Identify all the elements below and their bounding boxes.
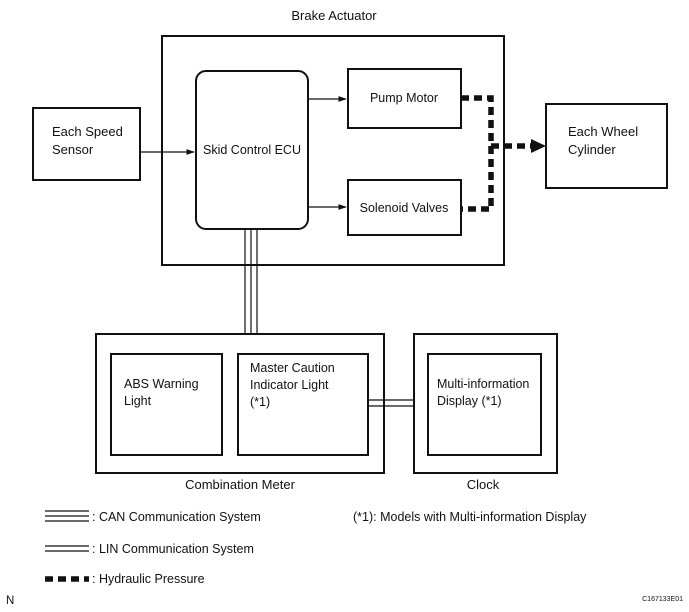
solenoid-valves-box xyxy=(347,179,462,236)
brake-actuator-title: Brake Actuator xyxy=(291,8,377,23)
master-caution-label-line-2: Indicator Light xyxy=(250,378,329,392)
multi-information-display-box xyxy=(427,353,542,456)
master-caution-label-line-3: (*1) xyxy=(250,395,270,409)
master-caution-label-line-1: Master Caution xyxy=(250,361,335,375)
abs-warning-light-box xyxy=(110,353,223,456)
hydraulic-pressure-loop xyxy=(461,95,494,212)
legend-hydraulic-label: : Hydraulic Pressure xyxy=(92,572,205,586)
legend: : CAN Communication System : LIN Communi… xyxy=(45,510,587,586)
wheel-cylinder-box xyxy=(545,103,668,189)
multi-information-display-label-line-2: Display (*1) xyxy=(437,394,502,408)
wheel-cylinder-label-line-2: Cylinder xyxy=(568,142,616,157)
master-caution-box xyxy=(237,353,369,456)
legend-can-label: : CAN Communication System xyxy=(92,510,261,524)
speed-sensor-label-line-1: Each Speed xyxy=(52,124,123,139)
legend-lin-symbol xyxy=(45,545,89,552)
solenoid-valves-label: Solenoid Valves xyxy=(360,201,449,215)
footer-north-mark: N xyxy=(6,595,14,607)
legend-lin-label: : LIN Communication System xyxy=(92,542,254,556)
lin-communication-line xyxy=(368,399,414,407)
pump-motor-box xyxy=(347,68,462,129)
can-communication-line xyxy=(244,229,258,334)
speed-sensor-label-line-2: Sensor xyxy=(52,142,94,157)
skid-control-ecu-label: Skid Control ECU xyxy=(203,143,301,157)
hydraulic-arrowhead xyxy=(531,139,546,153)
wheel-cylinder-label-line-1: Each Wheel xyxy=(568,124,638,139)
skid-control-ecu-box xyxy=(195,70,309,230)
legend-can-symbol xyxy=(45,510,89,522)
multi-information-display-label-line-1: Multi-information xyxy=(437,377,529,391)
figure-code: C167133E01 xyxy=(642,596,683,603)
abs-warning-light-label-line-2: Light xyxy=(124,394,152,408)
combination-meter-title: Combination Meter xyxy=(185,477,295,492)
legend-note: (*1): Models with Multi-information Disp… xyxy=(353,510,587,524)
speed-sensor-box xyxy=(32,107,141,181)
abs-warning-light-label-line-1: ABS Warning xyxy=(124,377,199,391)
clock-title: Clock xyxy=(467,477,500,492)
pump-motor-label: Pump Motor xyxy=(370,91,438,105)
